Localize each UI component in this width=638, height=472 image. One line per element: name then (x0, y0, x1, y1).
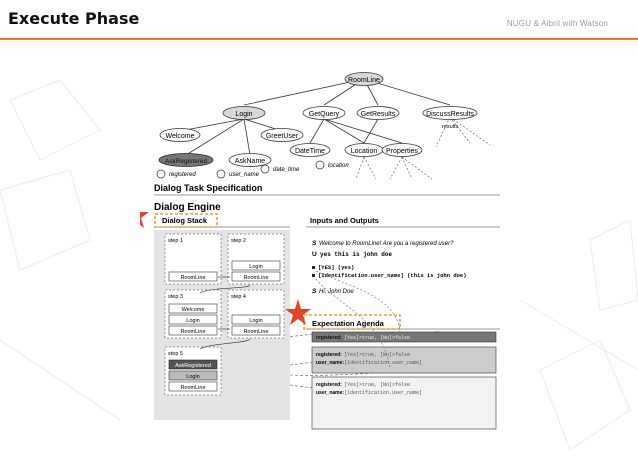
svg-text:Welcome to RoomLine! Are you a: Welcome to RoomLine! Are you a registere… (319, 241, 454, 247)
svg-text:Welcome: Welcome (182, 307, 205, 313)
svg-text:Login: Login (249, 264, 262, 270)
svg-text:yes this is john doe: yes this is john doe (320, 251, 392, 258)
stack-step-4: step 4 Login RoomLine (227, 289, 285, 339)
svg-text:GreetUser: GreetUser (266, 133, 299, 140)
tree-node-askregistered: AskRegistered (158, 153, 214, 167)
page-title: Execute Phase (8, 9, 140, 28)
background-decoration (0, 40, 638, 467)
svg-text:registered:: registered: (316, 335, 342, 341)
stack-step-3: step 3 Welcome Login RoomLine (164, 289, 222, 339)
agenda-row-3: registered: [Yes]>true, [No]>false user_… (311, 376, 497, 430)
concept-results: results (442, 124, 458, 130)
svg-text:[YES] (yes): [YES] (yes) (318, 264, 354, 271)
svg-text:Hi, John Doe: Hi, John Doe (319, 289, 354, 295)
svg-text:S: S (312, 240, 317, 247)
svg-text:DateTime: DateTime (295, 148, 325, 155)
svg-text:Welcome: Welcome (165, 133, 194, 140)
agenda-row-1: registered: [Yes]>true, [No]>false (311, 331, 497, 343)
svg-text:Location: Location (351, 148, 378, 155)
concept-registered: registered (156, 169, 196, 179)
brand-label: NUGU & Aibril with Watson (506, 19, 608, 28)
tree-node-discussresults: DiscussResults (422, 106, 478, 120)
io-bullet-yes: [YES] (yes) (312, 264, 354, 271)
stack-step-2: step 2 Login RoomLine (227, 233, 285, 285)
svg-text:date_time: date_time (273, 167, 300, 173)
svg-text:RoomLine: RoomLine (180, 275, 205, 281)
svg-text:[Identification.user_name] (th: [Identification.user_name] (this is john… (318, 272, 467, 279)
svg-text:S: S (312, 288, 317, 295)
io-bullet-identification: [Identification.user_name] (this is john… (312, 272, 467, 279)
svg-text:user_name:: user_name: (316, 390, 344, 396)
svg-text:DiscussResults: DiscussResults (426, 111, 474, 118)
stack-step-5: step 5 AskRegistered Login RoomLine (164, 346, 222, 396)
tree-node-getquery: GetQuery (302, 106, 346, 120)
tree-node-welcome: Welcome (159, 128, 201, 142)
io-user-turn-1: U yes this is john doe (312, 251, 392, 258)
svg-text:[Identification.user_name]: [Identification.user_name] (344, 390, 422, 396)
svg-text:AskRegistered: AskRegistered (175, 363, 211, 369)
svg-text:GetQuery: GetQuery (309, 111, 340, 118)
tree-node-properties: Properties (381, 143, 423, 157)
svg-text:RoomLine: RoomLine (243, 275, 268, 281)
concept-user-name: user_name (216, 169, 260, 179)
svg-text:step 2: step 2 (231, 238, 246, 244)
concept-location: location (315, 160, 349, 170)
svg-text:step 1: step 1 (168, 238, 183, 244)
tree-node-login: Login (222, 106, 266, 120)
svg-text:AskRegistered: AskRegistered (165, 158, 208, 165)
svg-text:Login: Login (249, 318, 262, 324)
svg-text:step 3: step 3 (168, 294, 183, 300)
svg-text:[Yes]>true, [No]>false: [Yes]>true, [No]>false (344, 335, 410, 341)
svg-text:registered: registered (169, 172, 196, 178)
svg-text:U: U (312, 251, 317, 258)
svg-text:location: location (328, 163, 349, 169)
svg-text:user_name:: user_name: (316, 360, 344, 366)
concept-date-time: date_time (260, 164, 300, 174)
tree-node-location: Location (344, 143, 384, 157)
svg-text:registered:: registered: (316, 382, 342, 388)
svg-text:Login: Login (186, 374, 199, 380)
tree-node-getresults: GetResults (356, 106, 400, 120)
svg-text:Properties: Properties (386, 148, 418, 155)
svg-text:RoomLine: RoomLine (243, 329, 268, 335)
dialog-engine-title: Dialog Engine (154, 202, 221, 213)
tree-node-greetuser: GreetUser (260, 128, 304, 142)
tree-node-askname: AskName (228, 153, 272, 167)
svg-text:registered:: registered: (316, 352, 342, 358)
agenda-title: Expectation Agenda (312, 319, 385, 328)
dialog-stack-highlight (154, 213, 218, 228)
dialog-stack-title: Dialog Stack (162, 216, 208, 225)
svg-text:AskName: AskName (235, 158, 265, 165)
svg-text:step 4: step 4 (231, 294, 246, 300)
agenda-row-2: registered: [Yes]>true, [No]>false user_… (311, 346, 497, 374)
tree-node-roomline: RoomLine (344, 72, 384, 86)
svg-text:Login: Login (186, 318, 199, 324)
svg-text:[Identification.user_name]: [Identification.user_name] (344, 360, 422, 366)
svg-text:RoomLine: RoomLine (180, 329, 205, 335)
io-title: Inputs and Outputs (310, 216, 379, 225)
io-system-turn-1: S Welcome to RoomLine! Are you a registe… (312, 240, 454, 247)
figure-panel: RoomLine Login GetQuery GetResults Discu… (123, 67, 510, 435)
stack-step-1: step 1 RoomLine (164, 233, 222, 285)
tree-node-datetime: DateTime (289, 143, 331, 157)
svg-text:RoomLine: RoomLine (180, 385, 205, 391)
task-tree (179, 78, 451, 156)
svg-text:GetResults: GetResults (361, 111, 396, 118)
header-rule (0, 38, 638, 40)
star-icon (285, 299, 311, 325)
svg-text:RoomLine: RoomLine (348, 77, 380, 84)
svg-text:step 5: step 5 (168, 351, 183, 357)
io-system-turn-2: S Hi, John Doe (312, 288, 354, 295)
star-icon (123, 202, 149, 228)
svg-text:Login: Login (235, 111, 252, 118)
svg-text:user_name: user_name (229, 172, 260, 178)
task-spec-caption: Dialog Task Specification (154, 183, 262, 193)
svg-text:[Yes]>true, [No]>false: [Yes]>true, [No]>false (344, 382, 410, 388)
svg-text:[Yes]>true, [No]>false: [Yes]>true, [No]>false (344, 352, 410, 358)
